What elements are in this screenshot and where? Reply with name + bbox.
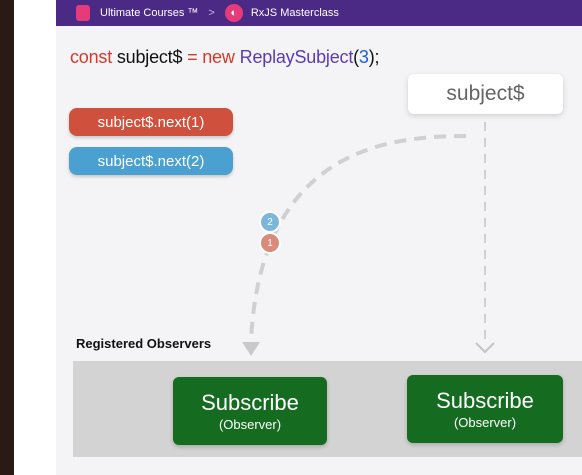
breadcrumb-course[interactable]: RxJS Masterclass: [250, 7, 339, 19]
curved-dashed-arrow: [249, 134, 467, 341]
subject-box: subject$: [408, 74, 563, 114]
left-border-strip: [0, 0, 14, 475]
replay-badge-2: 2: [259, 211, 281, 233]
code-equals: =: [187, 47, 198, 67]
code-const: const: [70, 47, 113, 67]
code-paren-open: (: [353, 47, 359, 67]
subscribe-title: Subscribe: [201, 389, 299, 415]
next-2-pill: subject$.next(2): [69, 147, 233, 175]
left-arrowhead-icon: [242, 342, 260, 356]
breadcrumb-brand[interactable]: Ultimate Courses ™: [100, 7, 199, 19]
code-paren-close: );: [368, 47, 380, 67]
subscribe-title: Subscribe: [436, 387, 534, 413]
subscribe-subtitle: (Observer): [218, 416, 282, 432]
subscribe-subtitle: (Observer): [453, 414, 517, 430]
left-gutter: [14, 0, 56, 475]
next-1-pill: subject$.next(1): [69, 108, 233, 136]
code-var: subject$: [116, 47, 183, 67]
registered-observers-title: Registered Observers: [76, 336, 212, 351]
code-class: ReplaySubject: [239, 47, 354, 67]
code-new: new: [202, 47, 235, 67]
breadcrumb-separator: >: [208, 7, 215, 19]
ultimate-courses-logo-icon: [76, 5, 90, 21]
code-arg: 3: [358, 47, 369, 67]
right-arrowhead-icon: [475, 342, 495, 354]
rxjs-logo-icon: ◐: [224, 4, 243, 22]
subscribe-button[interactable]: Subscribe (Observer): [173, 377, 327, 445]
replay-badge-1: 1: [259, 232, 281, 254]
subscribe-button[interactable]: Subscribe (Observer): [407, 375, 563, 443]
breadcrumb: Ultimate Courses ™ > ◐ RxJS Masterclass: [56, 0, 582, 26]
slide-stage: Ultimate Courses ™ > ◐ RxJS Masterclass …: [56, 0, 582, 475]
